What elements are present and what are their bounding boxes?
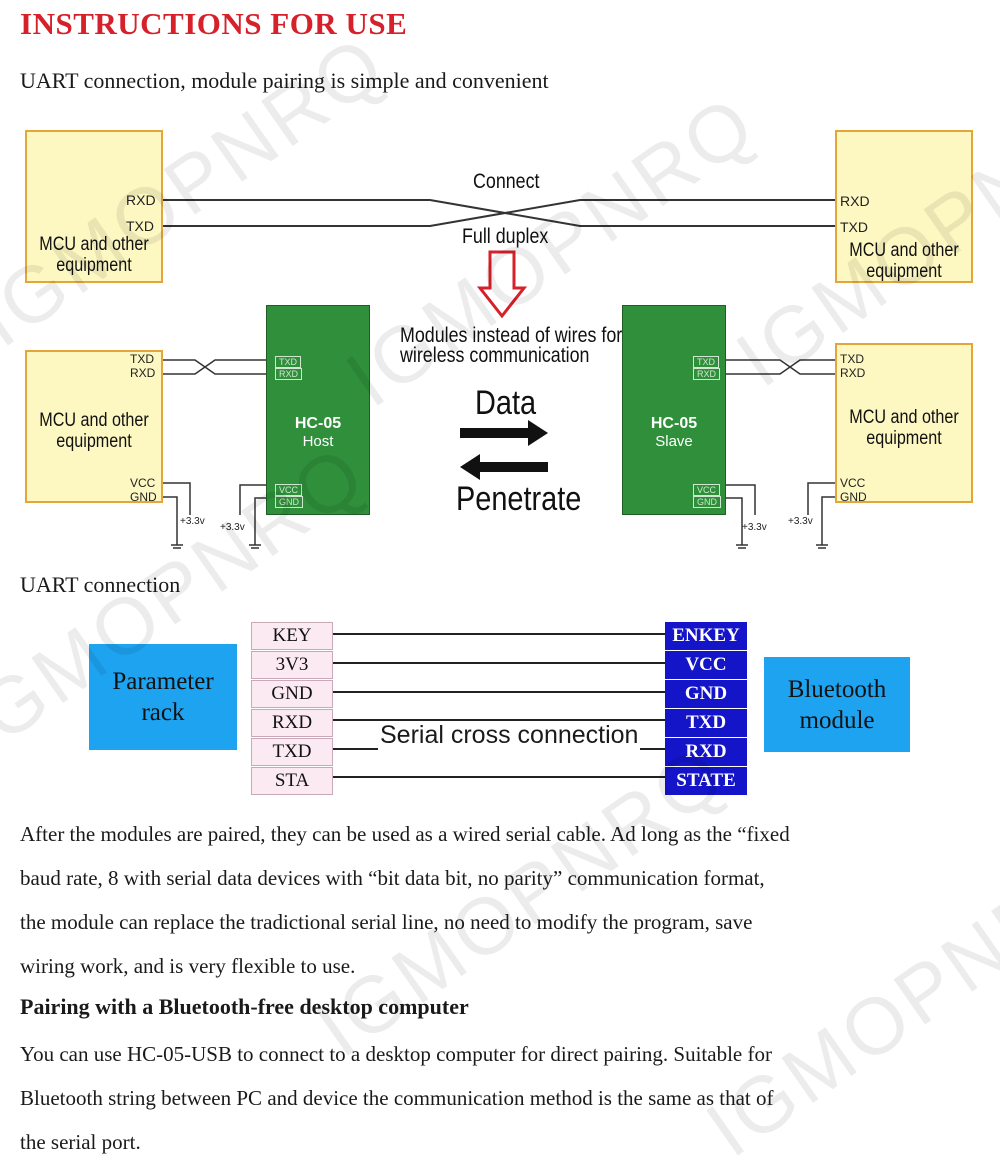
host-module-role: Host bbox=[302, 433, 334, 450]
right-pin-column: ENKEY VCC GND TXD RXD STATE bbox=[665, 622, 747, 795]
section-heading-pairing: Pairing with a Bluetooth-free desktop co… bbox=[20, 994, 469, 1019]
serial-cross-label: Serial cross connection bbox=[378, 721, 641, 750]
parameter-rack-box: Parameter rack bbox=[89, 644, 237, 750]
voltage-label: +3.3v bbox=[220, 522, 245, 533]
text-line: the module can replace the tradictional … bbox=[20, 910, 753, 934]
down-arrow-icon bbox=[476, 250, 528, 319]
text-line: wiring work, and is very flexible to use… bbox=[20, 954, 356, 978]
body-paragraph-1: After the modules are paired, they can b… bbox=[20, 812, 988, 988]
left-pin: STA bbox=[251, 767, 333, 795]
mcu-box-top-left: MCU and other equipment bbox=[25, 130, 163, 283]
pin-label-gnd: GND bbox=[130, 490, 157, 504]
module-pin-pad: GND bbox=[693, 496, 721, 508]
mcu-box-bottom-left: MCU and other equipment bbox=[25, 350, 163, 503]
mcu-label: MCU and other equipment bbox=[849, 240, 959, 282]
hc05-slave-module: TXD RXD HC-05 Slave VCC GND bbox=[622, 305, 726, 515]
pin-label-vcc: VCC bbox=[130, 476, 156, 490]
bluetooth-module-box: Bluetooth module bbox=[764, 657, 910, 752]
text-line: baud rate, 8 with serial data devices wi… bbox=[20, 866, 765, 890]
right-pin: STATE bbox=[665, 767, 747, 795]
mcu-label: MCU and other equipment bbox=[39, 410, 149, 452]
text-line: Bluetooth string between PC and device t… bbox=[20, 1086, 774, 1110]
mcu-box-top-right: MCU and other equipment bbox=[835, 130, 973, 283]
module-pin-pad: RXD bbox=[275, 368, 303, 380]
right-arrow-icon bbox=[460, 420, 548, 446]
mcu-label: MCU and other equipment bbox=[39, 234, 149, 276]
right-pin: TXD bbox=[665, 709, 747, 737]
pin-label-rxd: RXD bbox=[840, 366, 866, 380]
left-arrow-icon bbox=[460, 454, 548, 480]
pin-label-gnd: GND bbox=[840, 490, 867, 504]
body-paragraph-2: You can use HC-05-USB to connect to a de… bbox=[20, 1032, 988, 1164]
module-pin-pad: TXD bbox=[275, 356, 301, 368]
full-duplex-label: Full duplex bbox=[462, 225, 549, 248]
module-pin-pad: VCC bbox=[275, 484, 303, 496]
module-pin-pad: RXD bbox=[693, 368, 721, 380]
left-pin: GND bbox=[251, 680, 333, 708]
host-module-name: HC-05 bbox=[294, 415, 342, 432]
left-pin: KEY bbox=[251, 622, 333, 650]
connect-label: Connect bbox=[473, 170, 540, 193]
right-pin: ENKEY bbox=[665, 622, 747, 650]
text-line: You can use HC-05-USB to connect to a de… bbox=[20, 1042, 772, 1066]
pin-label-txd: TXD bbox=[126, 218, 154, 234]
data-label: Data bbox=[475, 384, 537, 422]
pin-label-txd: TXD bbox=[840, 219, 868, 235]
pin-label-vcc: VCC bbox=[840, 476, 866, 490]
text-line: the serial port. bbox=[20, 1130, 141, 1154]
mcu-label: MCU and other equipment bbox=[849, 407, 959, 449]
page-subtitle: UART connection, module pairing is simpl… bbox=[20, 68, 549, 93]
module-pin-pad: GND bbox=[275, 496, 303, 508]
pin-label-rxd: RXD bbox=[130, 366, 156, 380]
section-title-uart: UART connection bbox=[20, 572, 181, 597]
modules-caption-line1: Modules instead of wires for bbox=[400, 324, 623, 347]
pin-label-txd: TXD bbox=[130, 352, 154, 366]
text-line: After the modules are paired, they can b… bbox=[20, 822, 790, 846]
hc05-host-module: TXD RXD HC-05 Host VCC GND bbox=[266, 305, 370, 515]
penetrate-label: Penetrate bbox=[456, 480, 582, 518]
module-pin-pad: VCC bbox=[693, 484, 721, 496]
pin-label-txd: TXD bbox=[840, 352, 864, 366]
slave-module-role: Slave bbox=[655, 433, 693, 450]
pin-label-rxd: RXD bbox=[126, 192, 156, 208]
left-pin-column: KEY 3V3 GND RXD TXD STA bbox=[251, 622, 333, 795]
slave-module-name: HC-05 bbox=[650, 415, 698, 432]
left-pin: RXD bbox=[251, 709, 333, 737]
right-pin: VCC bbox=[665, 651, 747, 679]
left-pin: TXD bbox=[251, 738, 333, 766]
left-pin: 3V3 bbox=[251, 651, 333, 679]
modules-caption-line2: wireless communication bbox=[400, 344, 590, 367]
right-pin: GND bbox=[665, 680, 747, 708]
voltage-label: +3.3v bbox=[742, 522, 767, 533]
right-pin: RXD bbox=[665, 738, 747, 766]
pin-label-rxd: RXD bbox=[840, 193, 870, 209]
page-title: INSTRUCTIONS FOR USE bbox=[20, 6, 408, 41]
voltage-label: +3.3v bbox=[180, 516, 205, 527]
voltage-label: +3.3v bbox=[788, 516, 813, 527]
module-pin-pad: TXD bbox=[693, 356, 719, 368]
mcu-box-bottom-right: MCU and other equipment bbox=[835, 343, 973, 503]
